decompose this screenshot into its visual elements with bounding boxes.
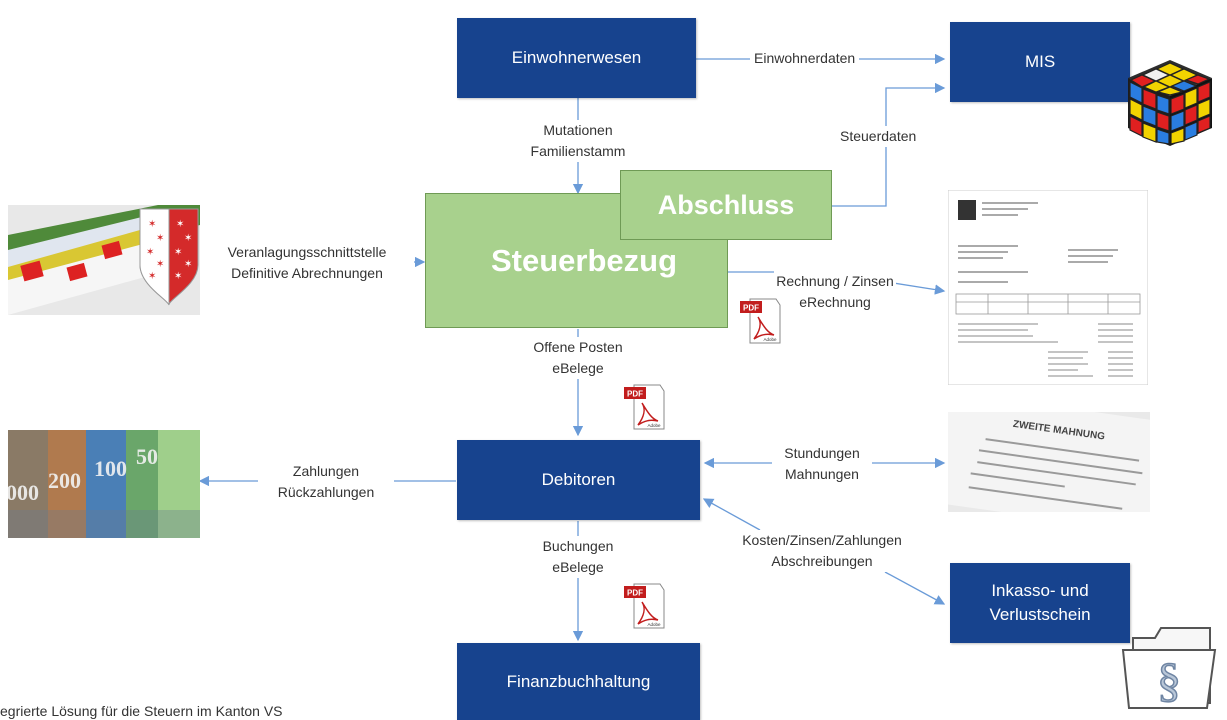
edge-label-stundungen-2: Mahnungen <box>785 466 859 482</box>
pdf-icon: PDF Adobe <box>740 298 781 344</box>
edge-label-stundungen-1: Stundungen <box>784 445 860 461</box>
svg-text:✶: ✶ <box>156 233 164 244</box>
node-debitoren: Debitoren <box>457 440 700 520</box>
edge-label-kosten-2: Abschreibungen <box>771 553 873 569</box>
rubiks-cube-icon <box>1128 60 1212 146</box>
arrow-steuerdaten <box>830 82 946 207</box>
svg-text:✶: ✶ <box>176 219 184 230</box>
svg-text:§: § <box>1157 654 1181 707</box>
tax-documents-image: ✶✶✶ ✶✶ ✶✶✶ ✶✶ <box>8 205 200 315</box>
svg-text:200: 200 <box>48 468 81 493</box>
folder-paragraph-icon: § <box>1121 627 1217 709</box>
svg-text:PDF: PDF <box>627 589 643 598</box>
node-mis-label: MIS <box>1025 52 1056 71</box>
arrow-kosten-down <box>884 571 946 605</box>
svg-text:100: 100 <box>94 456 127 481</box>
slide-caption: egrierte Lösung für die Steuern im Kanto… <box>0 703 283 719</box>
svg-text:PDF: PDF <box>627 390 643 399</box>
edge-label-veranlagung: Veranlagungsschnittstelle Definitive Abr… <box>200 242 414 284</box>
svg-text:✶: ✶ <box>146 247 154 258</box>
arrow-kosten-up <box>702 498 761 531</box>
edge-label-kosten: Kosten/Zinsen/Zahlungen Abschreibungen <box>715 530 929 572</box>
node-einwohnerwesen: Einwohnerwesen <box>457 18 696 98</box>
edge-label-mutationen-1: Mutationen <box>543 122 613 138</box>
svg-text:PDF: PDF <box>743 304 759 313</box>
node-steuerbezug-label: Steuerbezug <box>491 242 678 278</box>
edge-label-steuerdaten-text: Steuerdaten <box>840 128 917 144</box>
edge-label-offene-2: eBelege <box>552 360 604 376</box>
svg-text:Adobe: Adobe <box>647 423 661 428</box>
node-inkasso-label-1: Inkasso- und <box>991 581 1089 600</box>
edge-label-veranlagung-1: Veranlagungsschnittstelle <box>227 244 387 260</box>
edge-label-rechnung-1: Rechnung / Zinsen <box>774 271 896 292</box>
edge-label-stundungen: Stundungen Mahnungen <box>772 443 872 485</box>
node-inkasso-label-2: Verlustschein <box>989 605 1091 624</box>
edge-label-kosten-1: Kosten/Zinsen/Zahlungen <box>742 532 902 548</box>
invoice-document-image <box>948 190 1148 385</box>
edge-label-einwohnerdaten-text: Einwohnerdaten <box>754 50 856 66</box>
edge-label-mutationen-2: Familienstamm <box>530 143 626 159</box>
svg-text:✶: ✶ <box>184 259 192 270</box>
edge-label-zahlungen-2: Rückzahlungen <box>277 484 375 500</box>
edge-label-offene-posten: Offene Posten eBelege <box>522 337 634 379</box>
svg-text:✶: ✶ <box>156 259 164 270</box>
svg-text:✶: ✶ <box>148 271 156 282</box>
node-debitoren-label: Debitoren <box>541 470 616 489</box>
edge-label-offene-1: Offene Posten <box>533 339 623 355</box>
edge-label-einwohnerdaten: Einwohnerdaten <box>750 48 860 69</box>
edge-label-buchungen: Buchungen eBelege <box>530 536 626 578</box>
reminder-letter-image: ZWEITE MAHNUNG <box>948 412 1150 512</box>
banknotes-image: 000 200 100 50 <box>8 430 200 538</box>
svg-text:✶: ✶ <box>174 271 182 282</box>
edge-label-buchungen-2: eBelege <box>552 559 604 575</box>
edge-label-buchungen-1: Buchungen <box>542 538 614 554</box>
edge-label-zahlungen-1: Zahlungen <box>292 463 360 479</box>
edge-label-veranlagung-2: Definitive Abrechnungen <box>231 265 383 281</box>
node-inkasso: Inkasso- und Verlustschein <box>950 563 1130 643</box>
node-finanzbuchhaltung-label: Finanzbuchhaltung <box>506 671 651 691</box>
svg-text:✶: ✶ <box>184 233 192 244</box>
svg-text:Adobe: Adobe <box>763 337 777 342</box>
pdf-icon: PDF Adobe <box>624 583 665 629</box>
node-abschluss: Abschluss <box>620 170 832 240</box>
edge-label-rechnung: Rechnung / Zinsen eRechnung <box>760 271 910 313</box>
edge-label-rechnung-2: eRechnung <box>799 294 871 310</box>
edge-label-zahlungen: Zahlungen Rückzahlungen <box>258 461 394 503</box>
node-finanzbuchhaltung: Finanzbuchhaltung <box>457 643 700 720</box>
edge-label-steuerdaten: Steuerdaten <box>840 126 917 147</box>
svg-text:000: 000 <box>8 480 39 505</box>
svg-text:Adobe: Adobe <box>647 622 661 627</box>
svg-text:✶: ✶ <box>174 247 182 258</box>
svg-text:✶: ✶ <box>148 219 156 230</box>
node-abschluss-label: Abschluss <box>657 189 795 220</box>
node-einwohnerwesen-label: Einwohnerwesen <box>511 48 642 67</box>
node-mis: MIS <box>950 22 1130 102</box>
pdf-icon: PDF Adobe <box>624 384 665 430</box>
edge-label-mutationen: Mutationen Familienstamm <box>525 120 631 162</box>
svg-text:50: 50 <box>136 444 158 469</box>
